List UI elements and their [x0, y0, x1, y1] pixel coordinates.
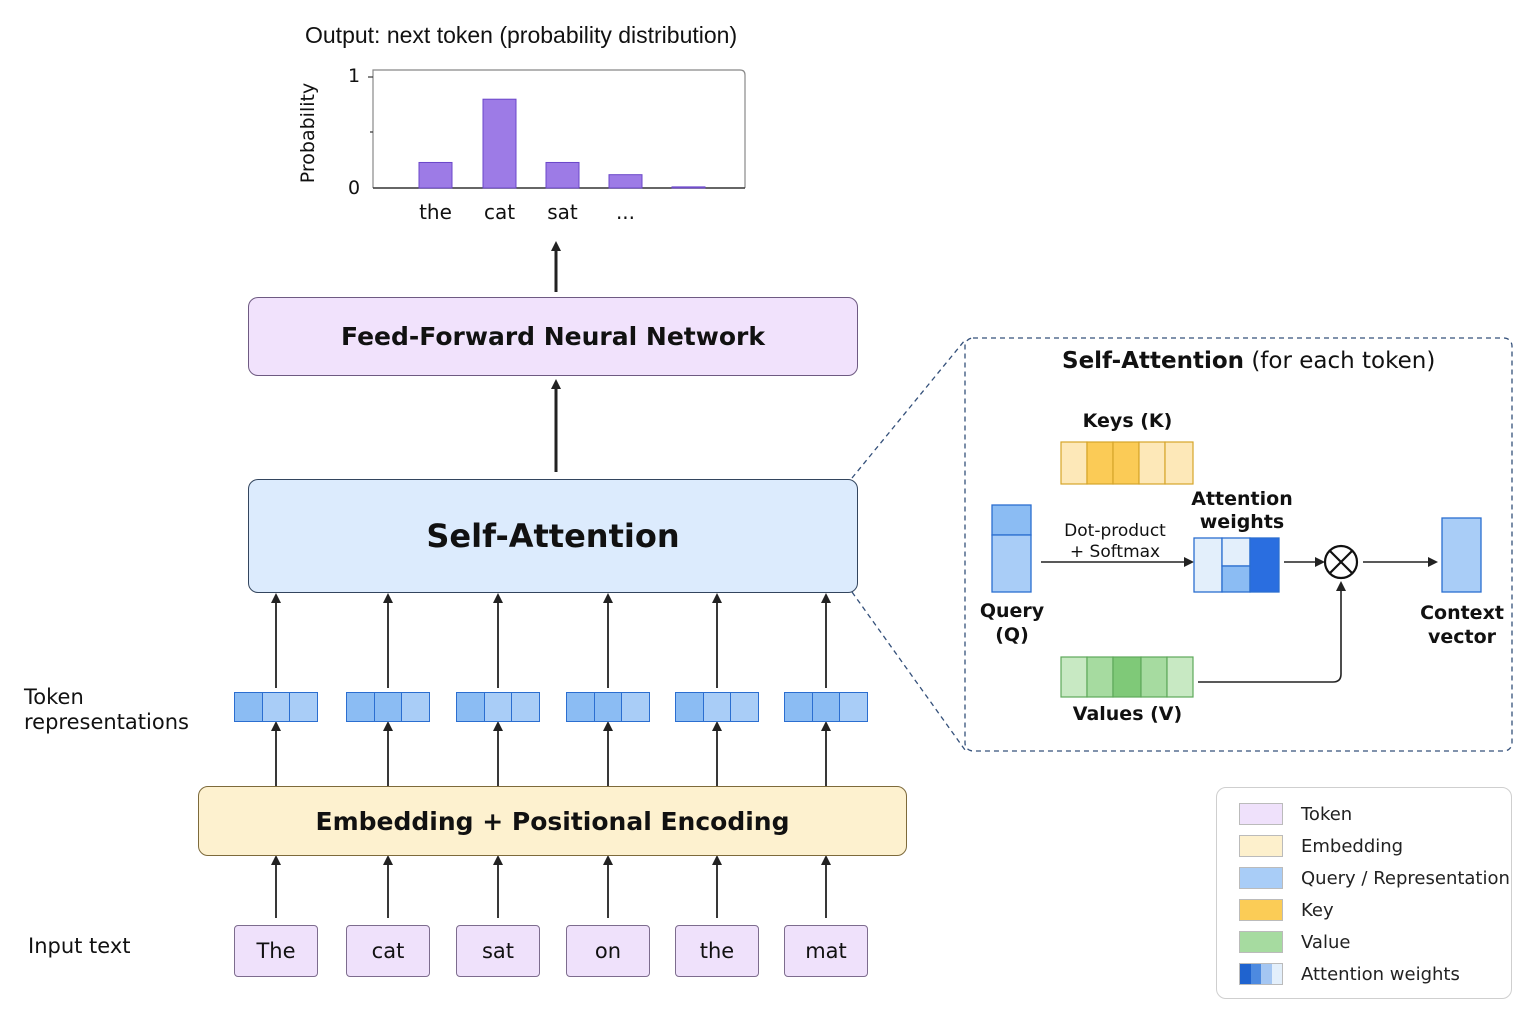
- values-label: Values (V): [1072, 703, 1183, 725]
- token-representations-label-line1: Token: [24, 685, 84, 709]
- legend-swatch-segment: [1240, 964, 1251, 984]
- values-vector: [1060, 656, 1194, 698]
- token-representation-vector: [346, 692, 430, 722]
- vector-cell: [675, 692, 704, 722]
- legend-item: Token: [1239, 802, 1352, 826]
- legend-label: Value: [1301, 931, 1351, 953]
- token-box: sat: [456, 925, 540, 977]
- x-tick-label: sat: [547, 200, 578, 224]
- vector-cell: [593, 692, 623, 722]
- token-box: the: [675, 925, 759, 977]
- token-representation-vector: [784, 692, 868, 722]
- bar-...: [608, 174, 643, 189]
- token-representation-vector: [566, 692, 650, 722]
- vector-cell: [346, 692, 375, 722]
- query-label-line1: Query: [979, 600, 1045, 622]
- vector-cell: [511, 692, 540, 722]
- output-title: Output: next token (probability distribu…: [305, 22, 738, 48]
- attention-weights-label-line2: weights: [1199, 511, 1285, 533]
- legend-swatch-segment: [1250, 964, 1261, 984]
- legend-item: Query / Representation: [1239, 866, 1510, 890]
- legend-swatch: [1239, 963, 1283, 985]
- bar-the: [418, 161, 453, 189]
- dot-product-label-line2: + Softmax: [1069, 542, 1161, 562]
- legend-item: Embedding: [1239, 834, 1403, 858]
- zoom-line-bottom: [851, 591, 966, 751]
- legend-label: Attention weights: [1301, 963, 1460, 985]
- vector-cell: [730, 692, 759, 722]
- dot-product-label-line1: Dot-product: [1064, 521, 1166, 541]
- token-representation-vector: [675, 692, 759, 722]
- vector-cell: [456, 692, 485, 722]
- token-box: on: [566, 925, 650, 977]
- token-box: The: [234, 925, 318, 977]
- context-vector-label-line2: vector: [1427, 626, 1497, 648]
- multiply-icon-stroke-b: [1329, 550, 1353, 574]
- probability-chart: [368, 69, 746, 189]
- x-tick-label: ...: [615, 200, 636, 224]
- attention-weights-label-line1: Attention: [1191, 488, 1293, 510]
- bar-cat: [482, 98, 517, 189]
- embedding-block: Embedding + Positional Encoding: [198, 786, 907, 856]
- input-text-label: Input text: [28, 934, 131, 958]
- y-tick-label-1: 1: [348, 65, 361, 87]
- token-box: mat: [784, 925, 868, 977]
- legend-swatch-segment: [1271, 964, 1282, 984]
- legend-swatch: [1239, 835, 1283, 857]
- bar-sat: [545, 161, 580, 189]
- token-representations-label-line2: representations: [24, 710, 189, 734]
- legend-label: Embedding: [1301, 835, 1404, 857]
- legend-label: Token: [1301, 803, 1353, 825]
- vector-cell: [621, 692, 650, 722]
- self-attention-block: Self-Attention: [248, 479, 858, 593]
- legend-swatch: [1239, 931, 1283, 953]
- vector-cell: [401, 692, 430, 722]
- legend-item: Value: [1239, 930, 1350, 954]
- vector-cell: [784, 692, 813, 722]
- x-tick-label: the: [419, 200, 452, 224]
- token-box: cat: [346, 925, 430, 977]
- keys-label: Keys (K): [1082, 410, 1173, 432]
- legend-swatch: [1239, 803, 1283, 825]
- legend-swatch: [1239, 899, 1283, 921]
- x-tick-label: cat: [483, 200, 516, 224]
- vector-cell: [839, 692, 868, 722]
- vector-cell: [811, 692, 841, 722]
- detail-title: Self-Attention (for each token): [1062, 348, 1435, 374]
- detail-title-bold: Self-Attention: [1062, 348, 1245, 374]
- legend-label: Key: [1301, 899, 1334, 921]
- vector-cell: [234, 692, 263, 722]
- query-label-line2: (Q): [995, 624, 1029, 646]
- zoom-line-top: [851, 339, 966, 479]
- chart-frame: [372, 69, 746, 188]
- token-representation-vector: [456, 692, 540, 722]
- arrow-values-to-multiply: [1198, 581, 1346, 683]
- y-tick-label-0: 0: [348, 177, 361, 199]
- vector-cell: [373, 692, 403, 722]
- legend-swatch-segment: [1261, 964, 1272, 984]
- context-vector-label-line1: Context: [1420, 602, 1504, 624]
- attention-weights-matrix: [1193, 537, 1280, 593]
- legend-item: Key: [1239, 898, 1334, 922]
- context-vector-box: [1441, 517, 1482, 593]
- detail-title-rest: (for each token): [1244, 348, 1436, 374]
- vector-cell: [261, 692, 291, 722]
- vector-cell: [289, 692, 318, 722]
- query-vector: [991, 504, 1032, 593]
- legend-item: Attention weights: [1239, 962, 1460, 986]
- vector-cell: [702, 692, 732, 722]
- vector-cell: [483, 692, 513, 722]
- self-attention-detail-frame: [964, 337, 1513, 752]
- vector-cell: [566, 692, 595, 722]
- legend-label: Query / Representation: [1301, 867, 1510, 889]
- bar-other: [671, 186, 706, 189]
- y-axis-label: Probability: [297, 82, 319, 184]
- keys-vector: [1060, 441, 1194, 485]
- token-representation-vector: [234, 692, 318, 722]
- ffn-block: Feed-Forward Neural Network: [248, 297, 858, 376]
- legend-swatch: [1239, 867, 1283, 889]
